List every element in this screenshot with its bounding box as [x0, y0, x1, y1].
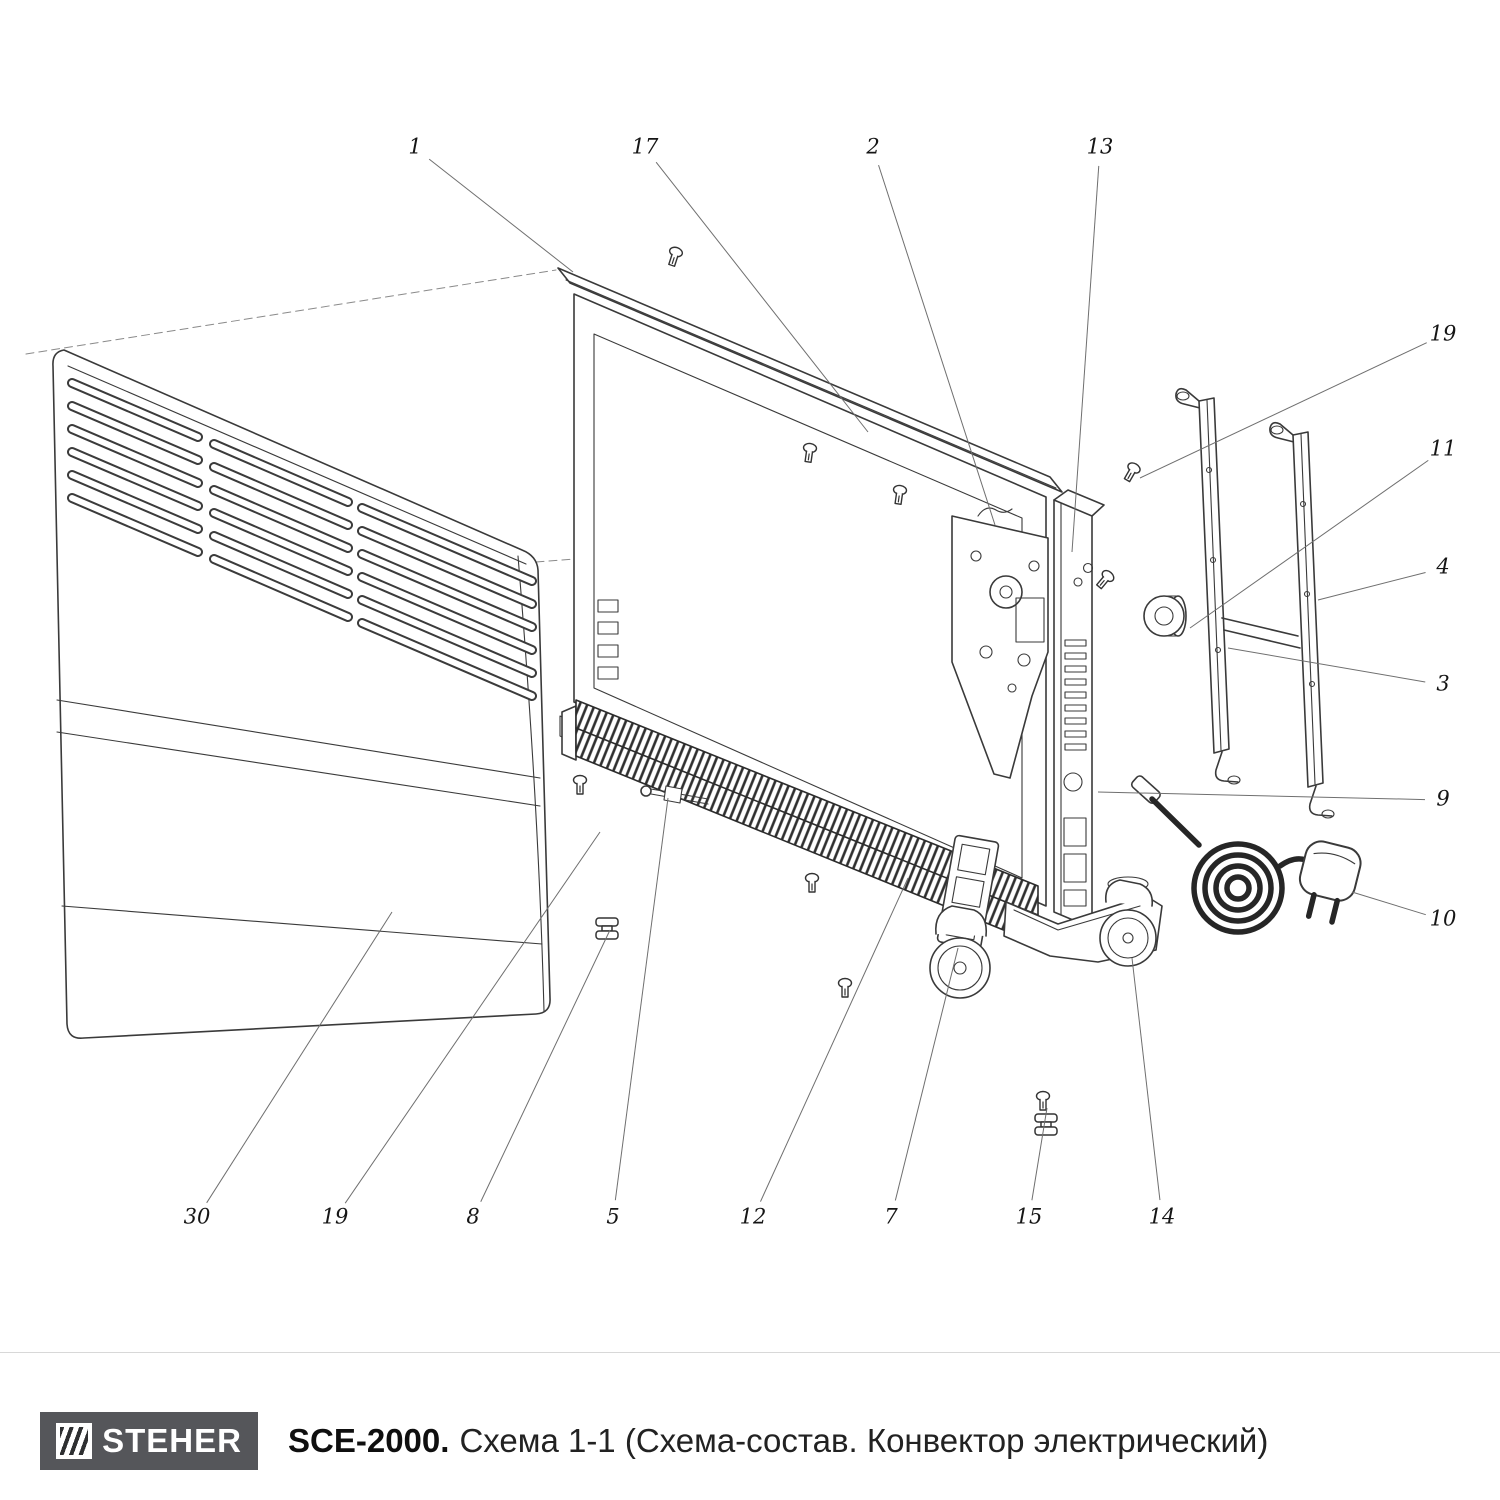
callout-10: 10 [1430, 907, 1457, 931]
leader-line-5 [614, 797, 669, 1201]
callout-11: 11 [1430, 437, 1457, 461]
screw-icon [1035, 1090, 1051, 1111]
leader-line-19 [1139, 342, 1427, 479]
brand-name: STEHER [102, 1422, 242, 1459]
leader-line-13 [1071, 165, 1100, 553]
leader-line-19 [344, 831, 601, 1204]
callout-8: 8 [466, 1205, 479, 1229]
screw-icon [1093, 567, 1117, 592]
callout-1: 1 [408, 135, 421, 159]
callout-30: 30 [184, 1205, 211, 1229]
heating-element [561, 699, 1039, 945]
screw-icon [804, 872, 820, 893]
power-cord [1130, 775, 1362, 935]
diagram-caption: SCE-2000.Схема 1-1 (Схема-состав. Конвек… [288, 1422, 1268, 1460]
callout-7: 7 [884, 1205, 898, 1229]
screw-icon [837, 977, 853, 998]
screw-icon [664, 244, 685, 269]
leader-line-12 [760, 877, 909, 1202]
side-panel [1053, 489, 1105, 929]
screw-icon [572, 774, 588, 795]
leader-line-7 [894, 947, 959, 1201]
footer-divider [0, 1352, 1500, 1353]
caster-left [929, 905, 991, 999]
steher-logo-icon [56, 1423, 93, 1459]
callout-3: 3 [1436, 672, 1449, 696]
callout-19: 19 [1430, 322, 1457, 346]
model-number: SCE-2000. [288, 1422, 450, 1459]
callout-9: 9 [1436, 787, 1449, 811]
footer: STEHER SCE-2000.Схема 1-1 (Схема-состав.… [40, 1412, 1268, 1470]
callout-19: 19 [322, 1205, 349, 1229]
control-box [951, 507, 1049, 779]
leader-line-14 [1131, 957, 1161, 1201]
wall-bracket-left [1175, 387, 1241, 785]
callout-2: 2 [865, 135, 879, 159]
wall-bracket-right [1269, 421, 1335, 819]
caster-right [1099, 876, 1157, 967]
leader-line-3 [1227, 647, 1426, 683]
latch-pin [640, 785, 709, 805]
fasteners [572, 244, 1143, 1136]
callout-14: 14 [1149, 1205, 1176, 1229]
steher-logo: STEHER [40, 1412, 258, 1470]
leader-line-17 [655, 161, 869, 433]
callout-15: 15 [1016, 1205, 1043, 1229]
bracket-crossbar [1221, 617, 1301, 649]
leader-line-4 [1317, 571, 1426, 601]
front-panel [52, 349, 551, 1040]
callout-13: 13 [1087, 135, 1114, 159]
leader-line-1 [428, 158, 574, 273]
power-plug [1298, 840, 1362, 925]
leader-line-8 [480, 929, 611, 1202]
exploded-diagram: 1 17 2 13 19 11 4 3 9 10 30 19 8 5 12 7 15 14 [25, 135, 1457, 1229]
leader-line-11 [1189, 459, 1429, 629]
leader-line-2 [878, 164, 996, 526]
leader-line-10 [1351, 891, 1426, 916]
callout-12: 12 [740, 1205, 767, 1229]
diagram-title: Схема 1-1 (Схема-состав. Конвектор элект… [459, 1422, 1269, 1459]
leader-line-9 [1097, 791, 1426, 801]
callout-4: 4 [1435, 555, 1449, 579]
leader-line-30 [206, 911, 393, 1204]
top-rail [557, 267, 1063, 493]
leader-line-15 [1031, 1107, 1048, 1201]
callout-17: 17 [632, 135, 659, 159]
thermostat-knob [1143, 595, 1187, 637]
screw-icon [1120, 460, 1143, 485]
callout-5: 5 [606, 1205, 619, 1229]
